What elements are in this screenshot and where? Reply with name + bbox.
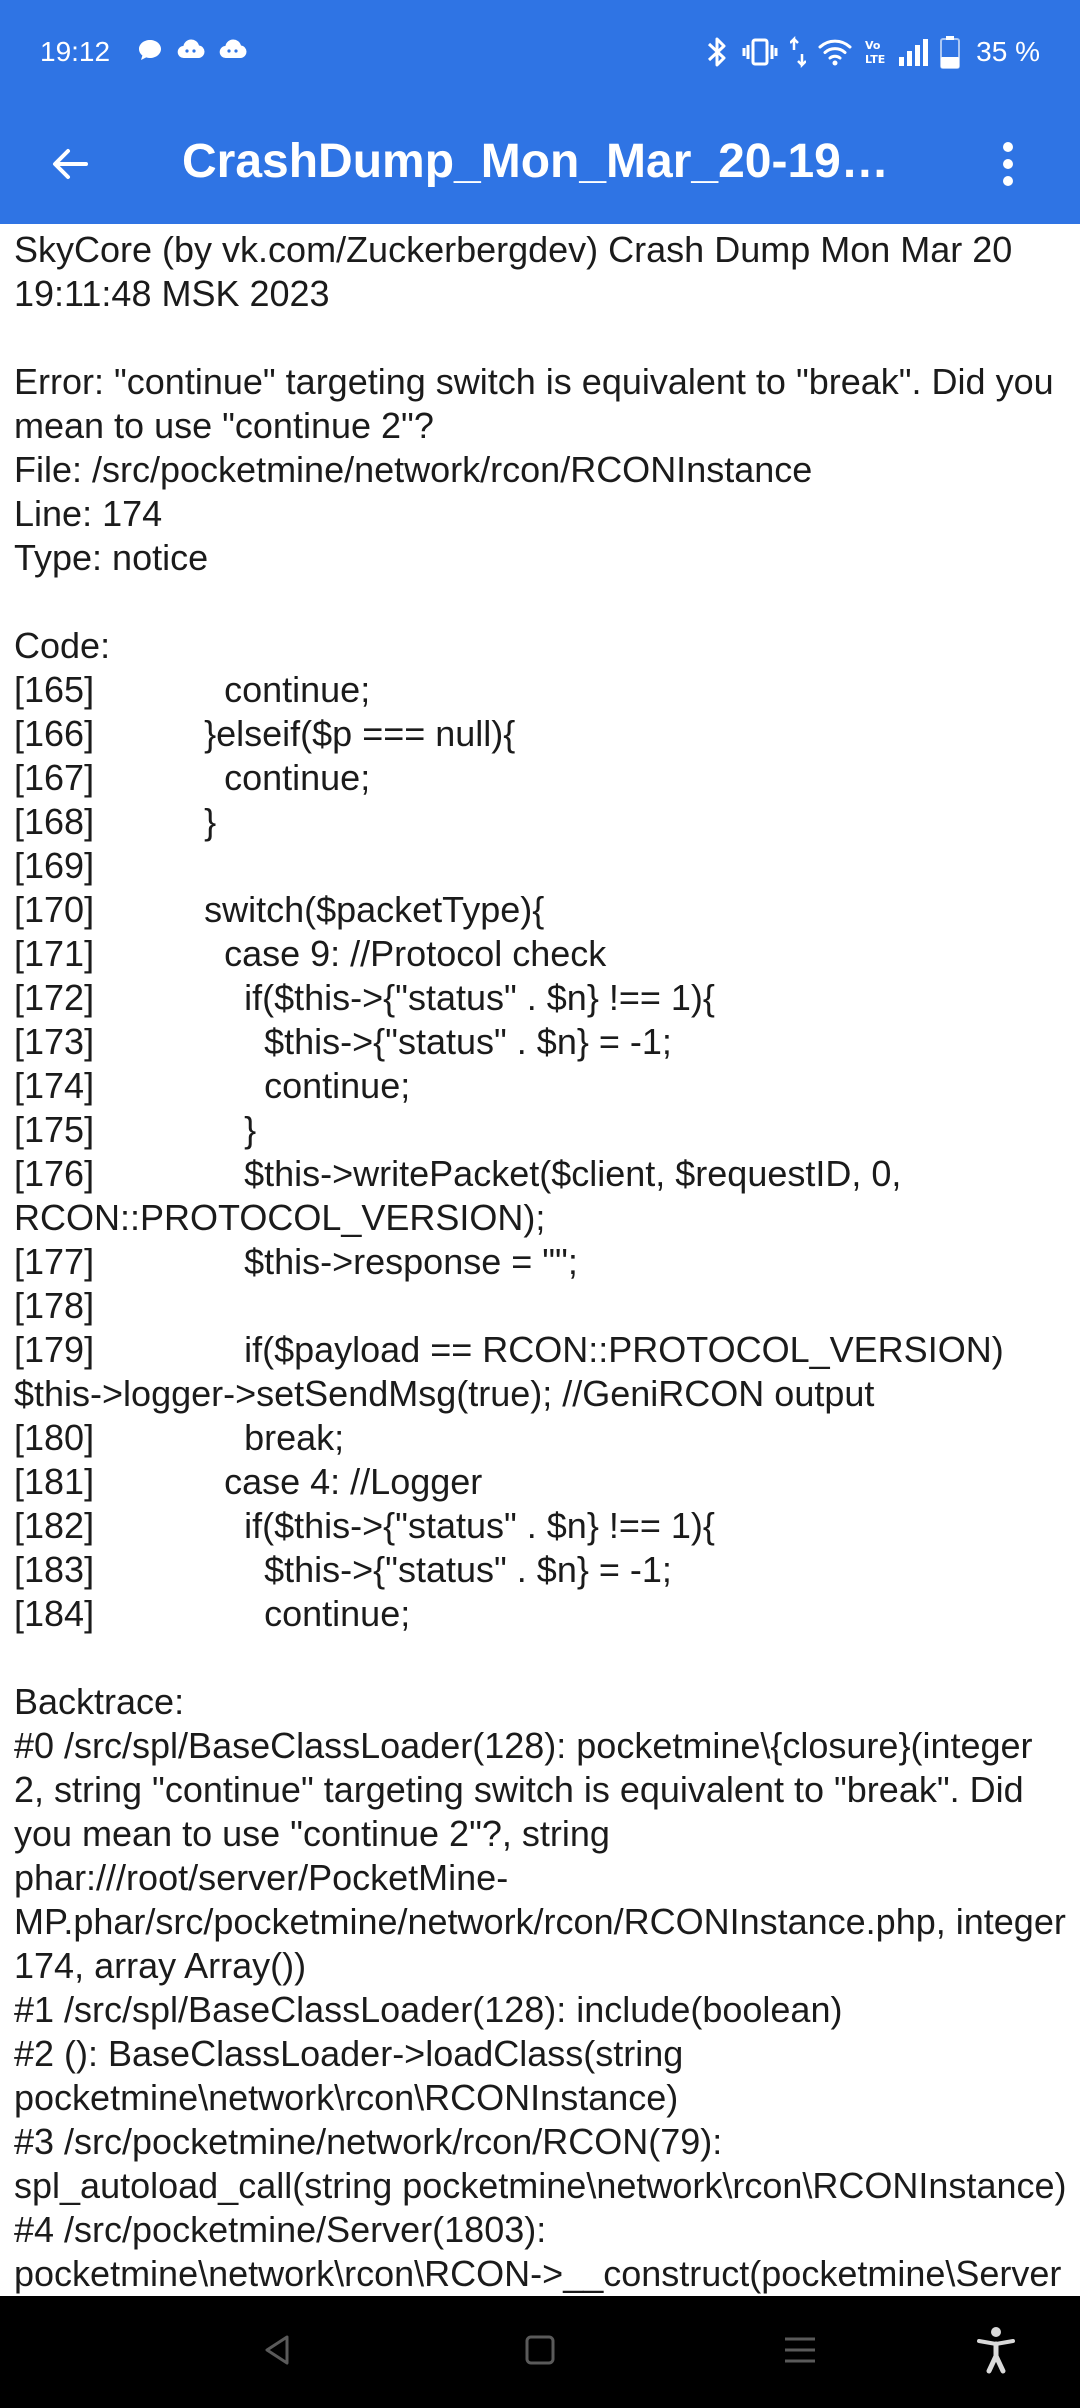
accessibility-icon [976,2326,1016,2379]
file-title: CrashDump_Mon_Mar_20-19.11.48-MSK_2023.l… [182,135,902,188]
battery-percentage: 35 % [976,36,1040,67]
home-square-icon [524,2334,556,2371]
recents-lines-icon [783,2335,817,2370]
arrow-left-icon [50,144,90,189]
wifi-icon [818,37,852,67]
crash-dump-text: SkyCore (by vk.com/Zuckerbergdev) Crash … [14,229,1067,2294]
vibrate-icon [742,36,778,68]
cloud-app-icon [176,36,206,69]
nav-recents-button[interactable] [770,2322,830,2382]
bluetooth-icon [704,35,730,69]
chat-bubble-icon [136,36,164,69]
back-button[interactable] [30,126,110,206]
cloud-app-icon [218,36,248,69]
battery-icon [940,35,961,69]
svg-text:Vo: Vo [865,39,881,52]
accessibility-button[interactable] [966,2322,1026,2382]
nav-home-button[interactable] [510,2322,570,2382]
log-content[interactable]: SkyCore (by vk.com/Zuckerbergdev) Crash … [0,224,1080,2296]
signal-icon [898,37,929,67]
data-arrows-icon [790,36,807,68]
svg-text:LTE: LTE [865,53,885,66]
notification-icons [136,34,248,70]
nav-back-button[interactable] [248,2322,308,2382]
more-vertical-icon [1001,141,1015,192]
back-triangle-icon [261,2333,295,2372]
navigation-bar [0,2296,1080,2408]
more-options-button[interactable] [978,126,1038,206]
app-bar: CrashDump_Mon_Mar_20-19.11.48-MSK_2023.l… [0,104,1080,224]
status-time: 19:12 [40,36,111,67]
